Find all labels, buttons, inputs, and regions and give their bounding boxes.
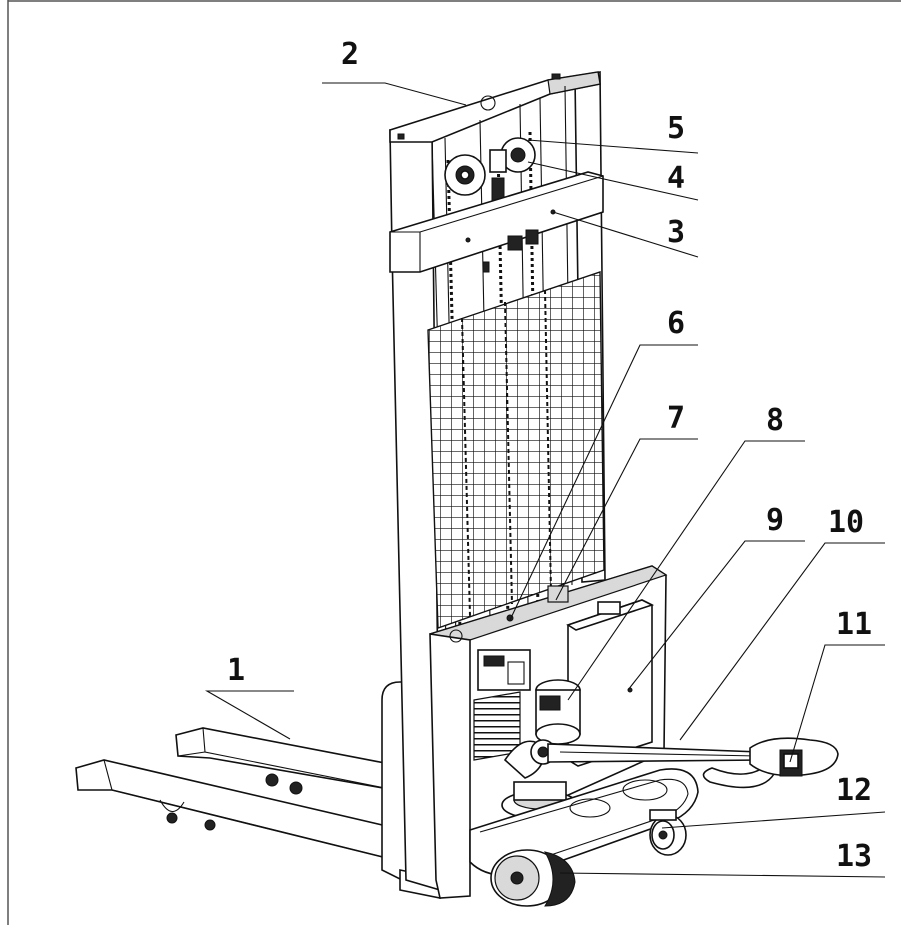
tiller-handle: [547, 737, 839, 789]
callout-3: 3: [667, 215, 685, 250]
callout-6: 6: [667, 306, 685, 341]
callout-7: 7: [667, 401, 685, 436]
callout-8: 8: [766, 403, 784, 438]
safety-mesh: [427, 271, 605, 629]
forks: [75, 727, 396, 862]
callout-13: 13: [836, 839, 872, 874]
power-unit-housing: [429, 565, 699, 899]
callout-11: 11: [836, 607, 872, 642]
callout-4: 4: [667, 161, 685, 196]
callout-9: 9: [766, 503, 784, 538]
leader-lines: [204, 82, 886, 878]
callout-10: 10: [828, 505, 864, 540]
callout-12: 12: [836, 773, 872, 808]
callout-1: 1: [227, 653, 245, 688]
mast: [389, 70, 606, 892]
wheels: [490, 809, 687, 907]
callout-5: 5: [667, 111, 685, 146]
callout-2: 2: [341, 37, 359, 72]
